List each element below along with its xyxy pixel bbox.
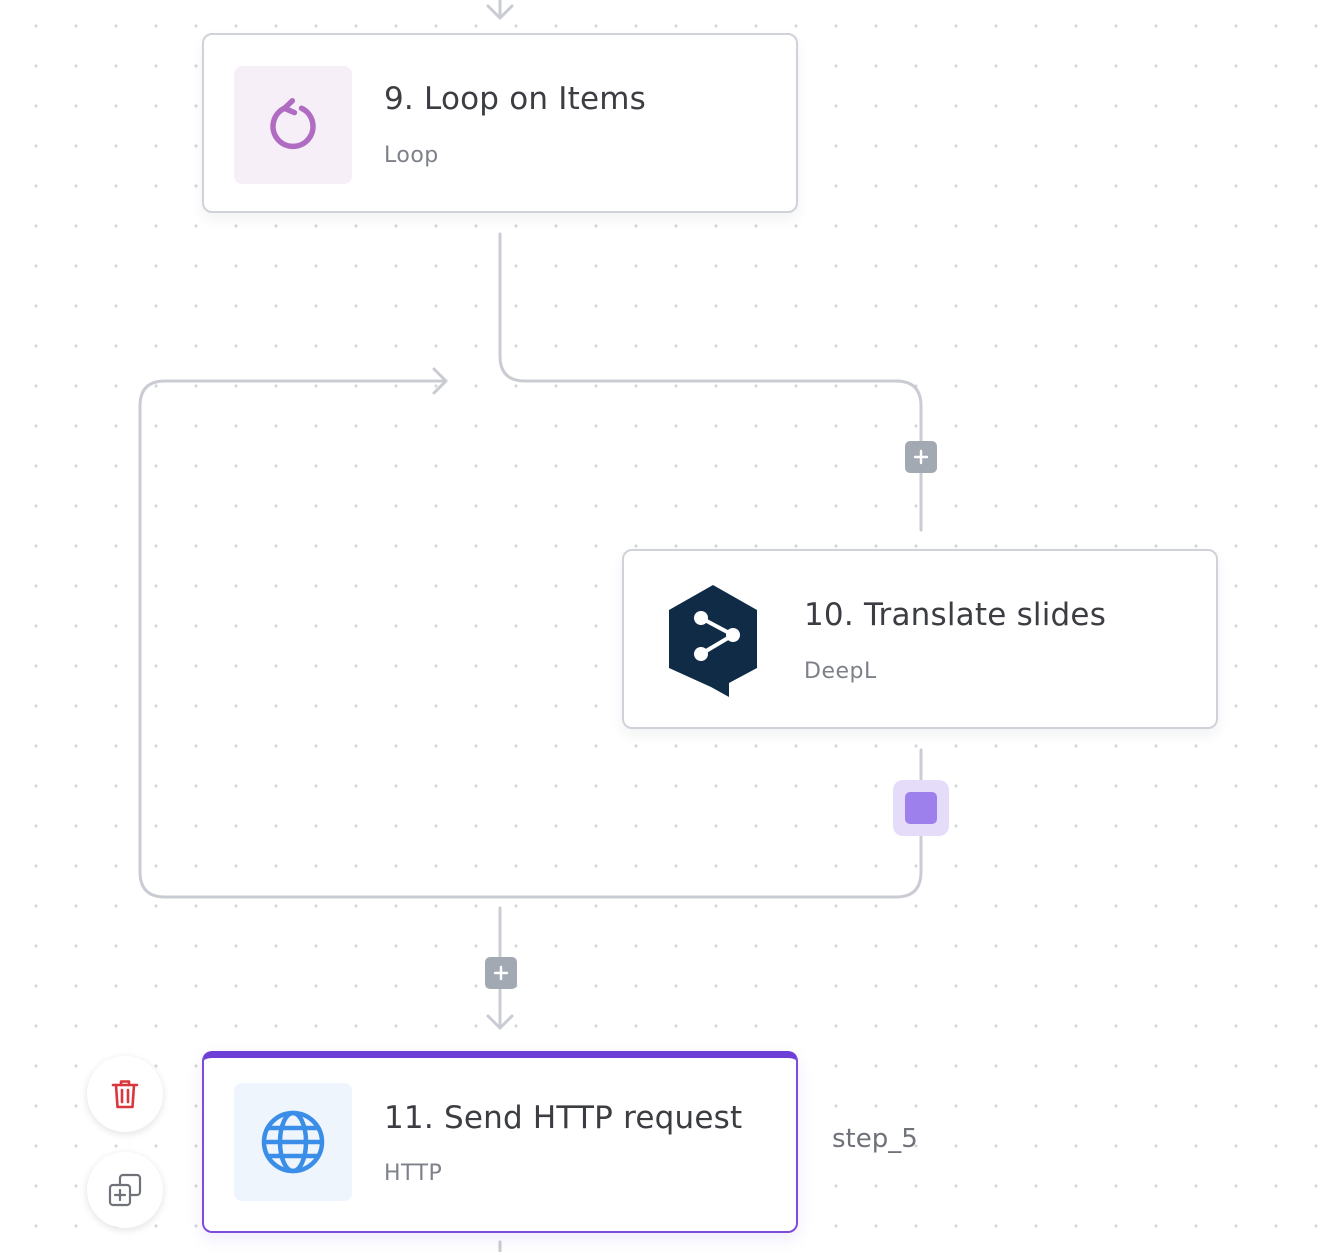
deepl-logo-icon	[669, 585, 757, 697]
step-name-label: step_5	[832, 1124, 918, 1154]
step-title: 11. Send HTTP request	[384, 1100, 743, 1136]
loop-return-connector	[138, 379, 923, 899]
drop-target-slot[interactable]	[893, 780, 949, 836]
add-step-button[interactable]	[905, 441, 937, 473]
step-icon-container	[654, 582, 772, 700]
loop-return-arrowhead	[432, 367, 448, 395]
step-icon-container	[234, 1083, 352, 1201]
duplicate-icon	[108, 1173, 142, 1207]
step-type-label: HTTP	[384, 1161, 443, 1186]
loop-icon	[270, 98, 316, 150]
duplicate-step-button[interactable]	[87, 1152, 163, 1228]
step-card-loop[interactable]: 9. Loop on Items Loop	[202, 33, 798, 213]
step-card-http[interactable]: 11. Send HTTP request HTTP	[202, 1051, 798, 1233]
drop-target-indicator	[905, 792, 937, 824]
step-icon-container	[234, 66, 352, 184]
step-type-label: Loop	[384, 143, 439, 168]
step-title: 9. Loop on Items	[384, 81, 647, 117]
globe-icon	[261, 1110, 325, 1174]
loop-out-connector	[498, 232, 923, 532]
step-title: 10. Translate slides	[804, 597, 1107, 633]
delete-step-button[interactable]	[87, 1056, 163, 1132]
add-step-button[interactable]	[485, 957, 517, 989]
plus-icon	[493, 965, 509, 981]
step-card-deepl[interactable]: 10. Translate slides DeepL	[622, 549, 1218, 729]
plus-icon	[913, 449, 929, 465]
step-type-label: DeepL	[804, 659, 877, 684]
bottom-arrowhead	[486, 1014, 514, 1030]
top-arrowhead	[486, 4, 514, 20]
trash-icon	[111, 1080, 139, 1109]
